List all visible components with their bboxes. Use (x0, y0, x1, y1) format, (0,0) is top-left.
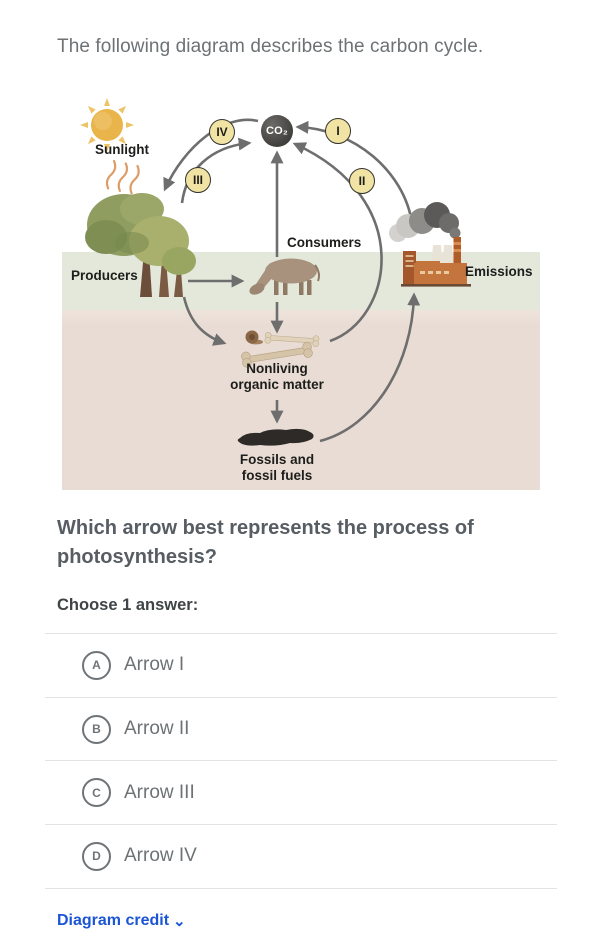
answer-option-label: Arrow IV (124, 845, 197, 867)
arrow-badge-iii: III (185, 167, 211, 193)
nonliving-line-2: organic matter (230, 376, 324, 392)
choose-answer-label: Choose 1 answer: (57, 596, 199, 614)
arrow-ii-decomposition-to-co2 (292, 142, 383, 343)
radio-letter: B (92, 722, 101, 737)
arrow-badge-i: I (325, 118, 351, 144)
arrow-producers-to-nonliving (182, 296, 227, 346)
chevron-down-icon: ⌄ (173, 913, 186, 930)
answer-option-label: Arrow I (124, 654, 185, 676)
answer-option-label: Arrow II (124, 718, 190, 740)
sunlight-rays-icon (105, 159, 140, 195)
fossils-line-2: fossil fuels (241, 467, 313, 483)
options-bottom-divider (45, 887, 557, 889)
factory-icon (389, 202, 471, 287)
question-text: Which arrow best represents the process … (57, 517, 474, 568)
diagram-credit-text: Diagram credit (57, 912, 170, 929)
radio-button-a[interactable]: A (82, 650, 111, 680)
answer-option-d[interactable]: D Arrow IV (45, 824, 557, 888)
nonliving-organic-matter-label: Nonliving organic matter (197, 361, 357, 392)
answer-option-a[interactable]: A Arrow I (45, 633, 557, 697)
arrow-badge-iv: IV (209, 119, 235, 145)
fossils-label: Fossils and fossil fuels (197, 452, 357, 483)
sun-icon (80, 98, 134, 152)
consumers-label: Consumers (287, 235, 362, 250)
answer-option-b[interactable]: B Arrow II (45, 696, 557, 761)
radio-letter: A (92, 658, 101, 673)
carbon-cycle-diagram: Sunlight Producers Consumers Emissions N… (62, 75, 540, 490)
radio-button-b[interactable]: B (82, 714, 111, 744)
diagram-credit-link[interactable]: Diagram credit ⌄ (57, 911, 186, 930)
answer-option-c[interactable]: C Arrow III (45, 760, 557, 824)
sunlight-label: Sunlight (95, 142, 149, 157)
arrow-iii-producers-to-co2 (180, 137, 252, 204)
co2-node: CO₂ (261, 115, 293, 147)
producers-label: Producers (71, 268, 138, 283)
arrow-i-emissions-to-co2 (295, 120, 414, 224)
cycle-arrows (163, 118, 421, 443)
question-intro-text: The following diagram describes the carb… (57, 36, 484, 57)
arrow-badge-ii: II (349, 168, 375, 194)
radio-button-c[interactable]: C (82, 778, 111, 808)
trees-icon (85, 193, 196, 297)
fossil-fuels-icon (237, 428, 314, 446)
answer-options: A Arrow I B Arrow II C Arrow III D Arrow… (45, 633, 557, 889)
arrow-iv-co2-to-producers (163, 118, 259, 192)
fossils-line-1: Fossils and (239, 452, 315, 467)
diagram-artwork (80, 98, 471, 446)
emissions-label: Emissions (465, 264, 533, 279)
radio-letter: C (92, 785, 101, 800)
nonliving-line-1: Nonliving (246, 361, 308, 376)
arrow-fossils-to-emissions (319, 292, 421, 443)
radio-button-d[interactable]: D (82, 841, 111, 871)
answer-option-label: Arrow III (124, 781, 195, 803)
cow-icon (249, 258, 320, 295)
radio-letter: D (92, 849, 101, 864)
bones-icon (241, 330, 320, 368)
